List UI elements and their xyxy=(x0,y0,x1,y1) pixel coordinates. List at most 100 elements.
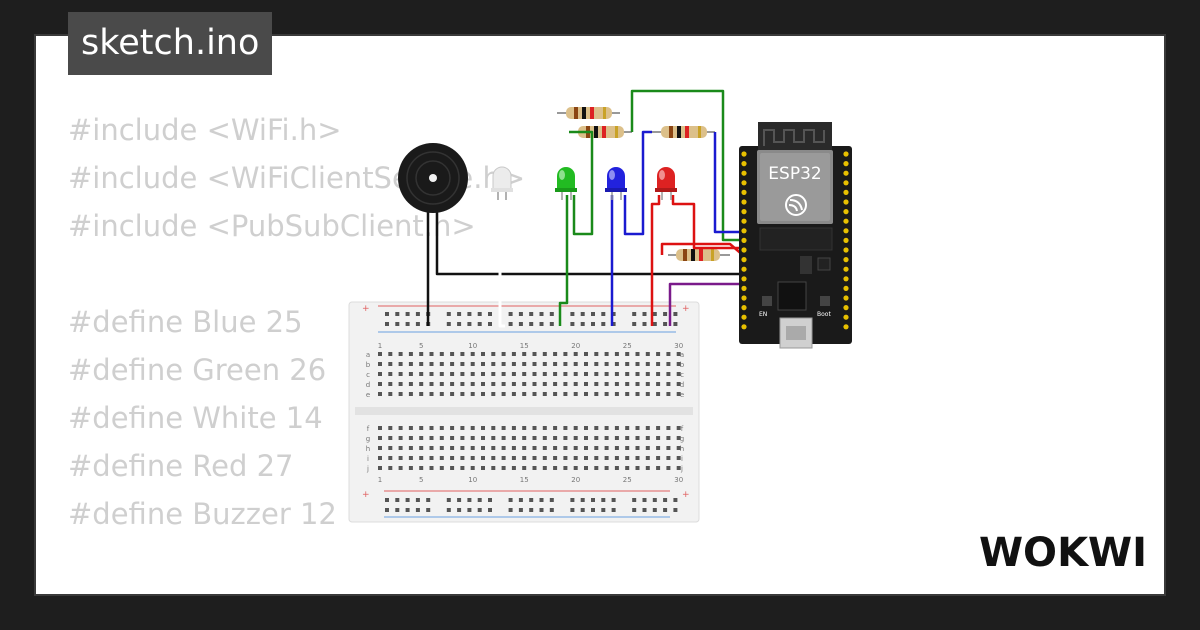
esp32-pin[interactable] xyxy=(843,247,849,253)
breadboard-hole[interactable] xyxy=(573,372,578,376)
esp32-pin[interactable] xyxy=(843,276,849,282)
breadboard-hole[interactable] xyxy=(450,362,455,366)
breadboard-hole[interactable] xyxy=(563,436,568,440)
breadboard-hole[interactable] xyxy=(378,372,382,376)
breadboard-hole[interactable] xyxy=(419,446,424,450)
breadboard-hole[interactable] xyxy=(419,352,424,356)
breadboard-hole[interactable] xyxy=(415,312,420,316)
breadboard-hole[interactable] xyxy=(378,362,382,366)
breadboard-hole[interactable] xyxy=(481,446,485,450)
esp32-pin[interactable] xyxy=(741,305,747,311)
breadboard-hole[interactable] xyxy=(553,352,558,356)
breadboard-hole[interactable] xyxy=(542,426,547,430)
breadboard-hole[interactable] xyxy=(666,426,671,430)
breadboard-hole[interactable] xyxy=(594,362,599,366)
breadboard-hole[interactable] xyxy=(652,508,657,512)
esp32-pin[interactable] xyxy=(741,285,747,291)
breadboard-hole[interactable] xyxy=(439,352,444,356)
breadboard-hole[interactable] xyxy=(635,466,640,470)
breadboard-hole[interactable] xyxy=(645,436,650,440)
breadboard-hole[interactable] xyxy=(529,498,534,502)
esp32-pin[interactable] xyxy=(843,228,849,234)
breadboard-hole[interactable] xyxy=(656,456,661,460)
breadboard-hole[interactable] xyxy=(645,362,650,366)
breadboard-hole[interactable] xyxy=(549,498,554,502)
breadboard-hole[interactable] xyxy=(415,322,420,326)
led-white[interactable] xyxy=(491,166,513,200)
breadboard-hole[interactable] xyxy=(635,392,640,396)
esp32-pin[interactable] xyxy=(741,209,747,215)
breadboard-hole[interactable] xyxy=(532,392,537,396)
breadboard-hole[interactable] xyxy=(584,372,588,376)
breadboard-hole[interactable] xyxy=(539,322,544,326)
breadboard-hole[interactable] xyxy=(467,508,472,512)
breadboard-hole[interactable] xyxy=(378,352,382,356)
breadboard-hole[interactable] xyxy=(614,372,619,376)
breadboard-hole[interactable] xyxy=(529,508,534,512)
breadboard-hole[interactable] xyxy=(635,372,640,376)
breadboard-hole[interactable] xyxy=(591,508,595,512)
breadboard-hole[interactable] xyxy=(676,392,681,396)
esp32-pin[interactable] xyxy=(843,161,849,167)
breadboard-hole[interactable] xyxy=(601,312,606,316)
breadboard-hole[interactable] xyxy=(604,362,609,366)
breadboard-hole[interactable] xyxy=(450,392,455,396)
breadboard-hole[interactable] xyxy=(439,382,444,386)
breadboard-hole[interactable] xyxy=(625,426,630,430)
breadboard-hole[interactable] xyxy=(429,466,434,470)
breadboard-hole[interactable] xyxy=(676,372,681,376)
breadboard-hole[interactable] xyxy=(676,446,681,450)
breadboard-hole[interactable] xyxy=(439,392,444,396)
breadboard-hole[interactable] xyxy=(488,498,492,502)
resistor-4[interactable] xyxy=(668,249,730,261)
breadboard-hole[interactable] xyxy=(522,392,527,396)
breadboard-hole[interactable] xyxy=(553,436,558,440)
breadboard-hole[interactable] xyxy=(542,456,547,460)
breadboard-hole[interactable] xyxy=(553,456,558,460)
breadboard-hole[interactable] xyxy=(553,372,558,376)
breadboard-hole[interactable] xyxy=(542,436,547,440)
breadboard-hole[interactable] xyxy=(656,436,661,440)
breadboard-hole[interactable] xyxy=(419,436,424,440)
breadboard-hole[interactable] xyxy=(666,456,671,460)
breadboard-hole[interactable] xyxy=(594,466,599,470)
breadboard-hole[interactable] xyxy=(594,372,599,376)
breadboard-hole[interactable] xyxy=(591,322,595,326)
breadboard-hole[interactable] xyxy=(625,436,630,440)
breadboard-hole[interactable] xyxy=(656,446,661,450)
breadboard-hole[interactable] xyxy=(460,426,465,430)
breadboard-hole[interactable] xyxy=(563,392,568,396)
breadboard-hole[interactable] xyxy=(573,382,578,386)
sketch-title-tab[interactable]: sketch.ino xyxy=(68,12,273,75)
breadboard-hole[interactable] xyxy=(501,436,506,440)
led-green[interactable] xyxy=(555,167,577,200)
breadboard-hole[interactable] xyxy=(676,426,681,430)
breadboard-hole[interactable] xyxy=(663,508,668,512)
breadboard-hole[interactable] xyxy=(652,322,657,326)
breadboard-hole[interactable] xyxy=(501,466,506,470)
breadboard-hole[interactable] xyxy=(511,456,516,460)
breadboard-hole[interactable] xyxy=(676,456,681,460)
breadboard-hole[interactable] xyxy=(563,426,568,430)
breadboard-hole[interactable] xyxy=(439,436,444,440)
breadboard-hole[interactable] xyxy=(532,436,537,440)
esp32-pin[interactable] xyxy=(843,180,849,186)
esp32-pin[interactable] xyxy=(741,180,747,186)
breadboard-hole[interactable] xyxy=(642,312,647,316)
breadboard-hole[interactable] xyxy=(398,446,403,450)
breadboard-hole[interactable] xyxy=(460,446,465,450)
breadboard-hole[interactable] xyxy=(446,312,451,316)
breadboard-hole[interactable] xyxy=(429,436,434,440)
breadboard-hole[interactable] xyxy=(405,498,410,502)
breadboard-hole[interactable] xyxy=(470,362,475,366)
breadboard-hole[interactable] xyxy=(635,426,640,430)
breadboard-hole[interactable] xyxy=(467,312,472,316)
esp32-pin[interactable] xyxy=(741,151,747,157)
breadboard-hole[interactable] xyxy=(405,312,410,316)
led-red[interactable] xyxy=(655,167,677,200)
breadboard-hole[interactable] xyxy=(481,362,485,366)
breadboard-hole[interactable] xyxy=(632,498,637,502)
breadboard-hole[interactable] xyxy=(450,466,455,470)
breadboard-hole[interactable] xyxy=(663,312,668,316)
breadboard-hole[interactable] xyxy=(573,446,578,450)
